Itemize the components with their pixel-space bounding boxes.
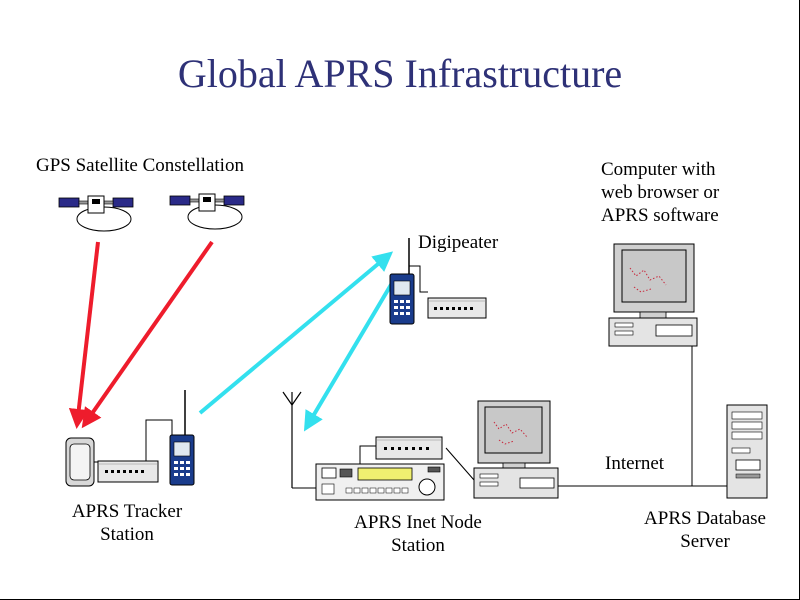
radio-downlink-arrow [303, 276, 397, 432]
radio-uplink-arrow [198, 251, 394, 415]
tnc-modem-icon [427, 297, 487, 319]
digipeater-node [389, 238, 487, 325]
database-server-label: APRS Database Server [615, 507, 795, 553]
tracker-station-label: APRS Tracker Station [42, 500, 212, 546]
tracker-label-line: Station [100, 524, 154, 545]
gps-receiver-icon [65, 437, 95, 487]
inet-node-station [282, 391, 559, 501]
computer-label-line: web browser or [601, 182, 720, 203]
transceiver-icon [315, 463, 445, 501]
satellite-icon [58, 195, 134, 232]
internet-label: Internet [605, 453, 665, 474]
tracker-station [65, 390, 195, 487]
computer-icon [608, 243, 698, 347]
gps-signal-arrow [81, 240, 214, 429]
antenna-icon [282, 391, 302, 488]
satellite-icon [169, 193, 245, 230]
computer-label-line: APRS software [601, 205, 719, 226]
gps-constellation-label: GPS Satellite Constellation [36, 155, 244, 176]
digipeater-label: Digipeater [418, 232, 499, 253]
server-tower-icon [726, 404, 768, 499]
database-label-line: APRS Database [644, 508, 766, 529]
inet-node-label-line: Station [391, 535, 445, 556]
handheld-radio-icon [389, 273, 415, 325]
inet-node-label: APRS Inet Node Station [323, 511, 513, 557]
tnc-modem-icon [97, 460, 159, 483]
gps-signal-arrow [68, 241, 100, 429]
inet-node-label-line: APRS Inet Node [354, 512, 482, 533]
computer-label: Computer with web browser or APRS softwa… [601, 158, 719, 227]
computer-icon [473, 400, 559, 499]
computer-label-line: Computer with [601, 159, 716, 180]
handheld-radio-icon [169, 434, 195, 486]
tracker-label-line: APRS Tracker [71, 501, 183, 522]
page-title: Global APRS Infrastructure [177, 51, 623, 96]
tnc-modem-icon [375, 436, 443, 460]
database-label-line: Server [680, 531, 730, 552]
